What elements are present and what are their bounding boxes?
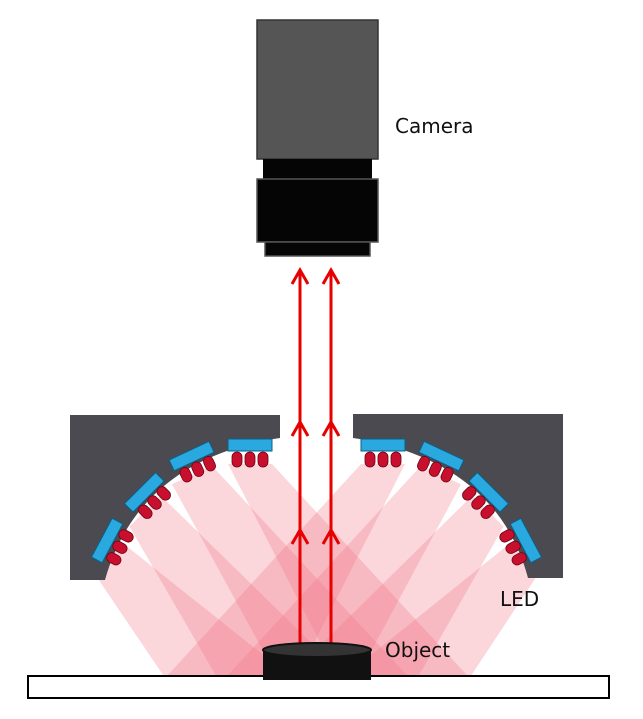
led-bulb — [428, 461, 442, 477]
arrowhead-icon — [321, 526, 341, 545]
object — [262, 642, 372, 680]
led-ring-right — [353, 414, 563, 578]
arrowhead-icon — [290, 526, 310, 545]
led-bulb — [462, 486, 477, 501]
arrowhead-icon — [321, 266, 341, 285]
camera-lens — [256, 178, 379, 243]
light-beam — [172, 465, 410, 678]
led-bulb — [118, 529, 134, 543]
object-top — [262, 642, 372, 658]
led-bulb — [364, 451, 376, 468]
led-bulb — [511, 552, 527, 566]
led-bulb — [471, 495, 486, 510]
light-beam — [129, 495, 348, 678]
arrowhead-icon — [290, 266, 310, 285]
camera — [256, 19, 379, 257]
ray-arrow-1 — [290, 266, 310, 645]
led-module-left-3 — [123, 471, 171, 519]
light-beam — [165, 464, 405, 678]
led-ring-left — [70, 415, 280, 580]
led-bulb — [231, 451, 243, 468]
light-beams — [97, 464, 536, 678]
reflected-rays — [290, 266, 341, 645]
led-strip — [90, 517, 124, 564]
arrowhead-icon — [321, 418, 341, 437]
led-bulb — [179, 467, 193, 483]
led-bulb — [417, 456, 430, 472]
led-bulb — [203, 456, 216, 472]
led-strip — [360, 438, 406, 452]
led-bulb — [156, 486, 171, 501]
led-bulb — [377, 451, 389, 468]
led-bulb — [480, 504, 495, 519]
led-bulb — [440, 467, 454, 483]
object-label: Object — [385, 638, 450, 662]
led-module-right-2 — [417, 440, 465, 483]
light-beam — [342, 539, 536, 678]
led-bulb — [112, 540, 128, 554]
led-housing-right — [353, 414, 563, 578]
led-bulb — [106, 552, 122, 566]
led-bulb — [505, 540, 521, 554]
led-strip — [123, 471, 165, 513]
light-beam — [97, 539, 293, 678]
led-bulb — [191, 461, 205, 477]
led-module-right-4 — [499, 517, 543, 566]
led-module-right-1 — [360, 438, 406, 468]
led-strip — [168, 440, 215, 472]
camera-body — [256, 19, 379, 160]
led-module-right-3 — [462, 471, 510, 519]
led-bulb — [147, 495, 162, 510]
led-bulb — [390, 451, 402, 468]
led-bulb — [257, 451, 269, 468]
led-bulb — [138, 504, 153, 519]
led-module-left-2 — [168, 440, 216, 483]
light-beam — [228, 464, 470, 678]
led-strip — [418, 440, 465, 472]
light-beam — [287, 495, 504, 678]
led-module-left-1 — [227, 438, 273, 468]
camera-neck — [263, 159, 372, 179]
led-strip — [468, 471, 510, 513]
camera-lens-base — [264, 241, 371, 257]
camera-label: Camera — [395, 114, 474, 138]
led-label: LED — [500, 587, 539, 611]
led-bulb — [499, 529, 515, 543]
led-bulb — [244, 451, 256, 468]
led-strip — [509, 517, 543, 564]
arrowhead-icon — [290, 418, 310, 437]
light-beam — [225, 465, 461, 678]
led-module-left-4 — [90, 517, 134, 566]
led-housing-left — [70, 415, 280, 580]
ray-arrow-2 — [321, 266, 341, 645]
led-strip — [227, 438, 273, 452]
